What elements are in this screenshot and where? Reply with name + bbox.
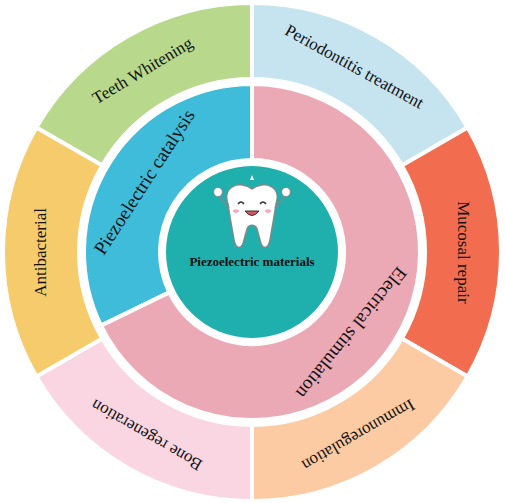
- tooth-arm: [275, 196, 285, 208]
- tooth-body: [227, 185, 277, 248]
- segment-label: Periodontitis treatment: [267, 13, 442, 121]
- tooth-cartoon: [214, 175, 291, 248]
- segment-label: Electrical stimulation: [277, 244, 425, 420]
- segment-shape: [36, 3, 252, 166]
- segment-label: Immunoregulation: [271, 379, 445, 490]
- tooth-mouth: [245, 211, 259, 216]
- segment-shape: [101, 84, 420, 420]
- tooth-cheek: [233, 209, 239, 213]
- segment-shape: [36, 339, 252, 502]
- segment-label: Mucosal repair: [454, 157, 473, 347]
- segment-label: Antibacterial: [32, 157, 51, 347]
- tooth-cheek: [265, 209, 271, 213]
- tooth-arm: [219, 196, 229, 208]
- segment-label: Teeth Whitening: [57, 14, 229, 128]
- segment-shape: [3, 128, 102, 377]
- tooth-eye: [260, 202, 266, 204]
- segment-shape: [252, 3, 468, 166]
- segment-label: Bone regeneration: [60, 379, 234, 490]
- tooth-hand-item: [214, 188, 223, 197]
- tooth-eye: [238, 202, 244, 204]
- sparkle: [250, 175, 254, 180]
- segment-label: Piezoelectric catalysis: [79, 88, 211, 275]
- segment-shape: [166, 166, 338, 338]
- segment-shape: [84, 84, 252, 326]
- center-label: Piezoelectric materials: [182, 255, 322, 269]
- segment-shape: [252, 339, 468, 502]
- tooth-hand-item: [282, 188, 291, 197]
- segment-shape: [402, 128, 501, 377]
